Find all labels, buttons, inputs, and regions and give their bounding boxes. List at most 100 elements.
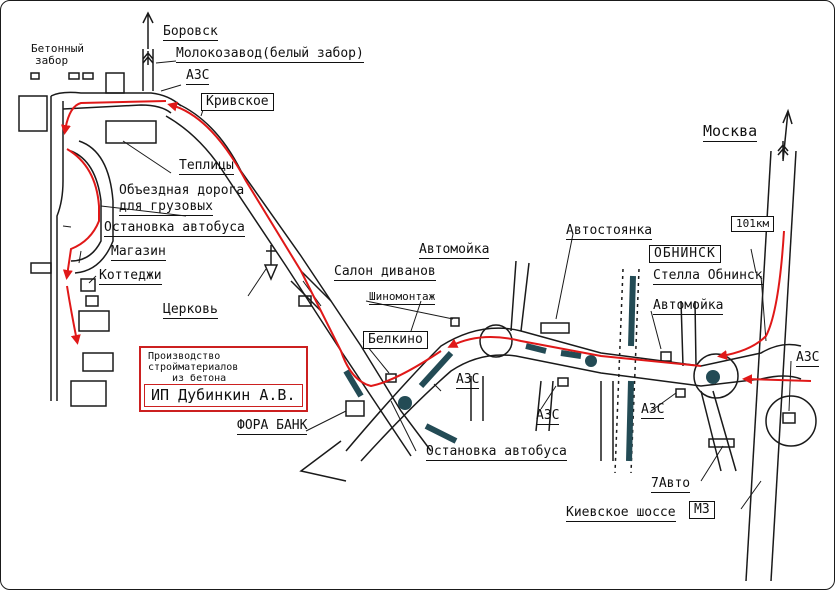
label-ostanovka-top: Остановка автобуса bbox=[104, 220, 245, 237]
label-proizvodstvo-1: Производство bbox=[148, 351, 221, 362]
label-obezdnaya-1: Объездная дорога bbox=[119, 183, 245, 198]
building-cottage-2 bbox=[85, 295, 99, 307]
road-side-6 bbox=[470, 376, 484, 421]
building-company bbox=[82, 352, 114, 372]
route-red-top bbox=[61, 100, 167, 135]
road-sw bbox=[299, 440, 347, 482]
road-side-2 bbox=[600, 381, 614, 461]
stripe-mid bbox=[418, 350, 454, 389]
roundabout-center-ring bbox=[479, 324, 513, 358]
leader-lines bbox=[62, 60, 792, 510]
route-red-diagonal bbox=[167, 101, 442, 388]
label-m3: М3 bbox=[689, 501, 715, 519]
label-kievskoe-shosse: Киевское шоссе bbox=[566, 505, 676, 522]
label-belkino: Белкино bbox=[363, 331, 428, 349]
company-box: Производство стройматериалов из бетона И… bbox=[139, 346, 308, 412]
tree-icon bbox=[142, 51, 154, 65]
label-tserkov: Церковь bbox=[163, 302, 218, 319]
stripe-right-1 bbox=[525, 343, 547, 354]
north-arrow-icon bbox=[782, 108, 793, 162]
label-avtomoyka-center: Автомойка bbox=[419, 242, 490, 259]
road-side-5 bbox=[535, 380, 554, 432]
building-left-2 bbox=[78, 310, 110, 332]
building-cottage bbox=[80, 278, 96, 292]
label-molokozavod: Молокозавод(белый забор) bbox=[176, 46, 364, 63]
roundabout-right-ring bbox=[693, 353, 739, 399]
label-magazin: Магазин bbox=[111, 244, 166, 261]
road-bypass-2 bbox=[74, 140, 114, 274]
label-proizvodstvo-2: стройматериалов bbox=[148, 362, 239, 373]
building-small-top-2 bbox=[82, 72, 94, 80]
building-lower-left bbox=[70, 380, 107, 407]
road-highway-b bbox=[770, 150, 797, 582]
label-azs-right-1: АЗС bbox=[796, 350, 820, 367]
stop-dot bbox=[706, 370, 720, 384]
road-side-1 bbox=[510, 260, 530, 332]
road-side-4 bbox=[700, 390, 737, 472]
route-red-right-in bbox=[742, 374, 812, 385]
label-avtomoyka-right: Автомойка bbox=[653, 298, 724, 315]
route-red-highway bbox=[717, 230, 785, 360]
building-molokozavod bbox=[105, 72, 125, 94]
building-small-top-3 bbox=[30, 72, 40, 80]
building-7avto bbox=[708, 438, 735, 448]
label-azs-center: АЗС bbox=[456, 372, 480, 389]
label-borovsk: Боровск bbox=[163, 24, 218, 41]
label-teplitsy: Теплицы bbox=[179, 158, 234, 175]
stripe-right-2 bbox=[560, 350, 582, 359]
building-shinomontazh bbox=[450, 317, 460, 327]
route-red-to-company bbox=[66, 285, 81, 345]
road-main-south bbox=[360, 354, 802, 462]
building-left-1 bbox=[30, 262, 52, 274]
building-avtostoyanka bbox=[540, 322, 570, 334]
label-proizvodstvo-3: из бетона bbox=[172, 373, 227, 384]
label-company: ИП Дубинкин А.В. bbox=[144, 384, 303, 407]
route-red-left bbox=[62, 148, 100, 280]
label-azs-lower-center: АЗС bbox=[536, 408, 560, 425]
label-7avto: 7Авто bbox=[651, 476, 691, 493]
label-stella-obninsk: Стелла Обнинск bbox=[653, 268, 763, 285]
road-side-3 bbox=[680, 300, 697, 367]
building-far-right bbox=[782, 412, 796, 424]
building-small-top-1 bbox=[68, 72, 80, 80]
label-krivskoe: Кривское bbox=[201, 93, 274, 111]
label-kottedzhi: Коттеджи bbox=[99, 268, 162, 285]
north-arrow-icon bbox=[142, 11, 154, 49]
label-101km: 101км bbox=[731, 216, 775, 232]
stop-dot bbox=[585, 355, 597, 367]
building-betonny bbox=[18, 95, 48, 132]
stripe-bottom bbox=[424, 423, 458, 444]
label-moskva: Москва bbox=[703, 122, 758, 142]
building-teplitsy bbox=[105, 120, 157, 144]
road-diagonal-a bbox=[175, 102, 432, 452]
label-fora-bank: ФОРА БАНК bbox=[237, 418, 308, 435]
route-red-main bbox=[447, 336, 702, 367]
stripe-rail bbox=[626, 275, 636, 462]
tree-icon bbox=[777, 141, 789, 159]
building-salon bbox=[298, 295, 312, 307]
stripe-left bbox=[343, 369, 364, 398]
building-fora bbox=[345, 400, 365, 417]
label-avtostoyanka: Автостоянка bbox=[566, 223, 653, 240]
stop-dot bbox=[398, 396, 412, 410]
label-azs-right-2: АЗС bbox=[641, 402, 665, 419]
building-azs-right bbox=[675, 388, 686, 398]
label-ostanovka-bottom: Остановка автобуса bbox=[426, 444, 567, 461]
label-salon-divanov: Салон диванов bbox=[334, 264, 436, 281]
label-obninsk: ОБНИНСК bbox=[649, 245, 721, 263]
building-azs-mid bbox=[557, 377, 569, 387]
building-avtomoyka-right bbox=[660, 351, 672, 362]
label-azs-top: АЗС bbox=[186, 68, 210, 85]
label-obezdnaya-2: для грузовых bbox=[119, 199, 213, 216]
road-main-north bbox=[345, 327, 802, 452]
road-left-east bbox=[56, 101, 64, 401]
roundabout-far-ring bbox=[765, 395, 817, 447]
label-shinomontazh: Шиномонтаж bbox=[369, 290, 436, 305]
road-highway-a bbox=[745, 150, 772, 582]
label-betonny-zabor-2: забор bbox=[35, 54, 69, 67]
road-bypass bbox=[70, 150, 102, 262]
road-to-borovsk bbox=[142, 49, 154, 91]
label-betonny-zabor-1: Бетонный bbox=[31, 42, 84, 55]
